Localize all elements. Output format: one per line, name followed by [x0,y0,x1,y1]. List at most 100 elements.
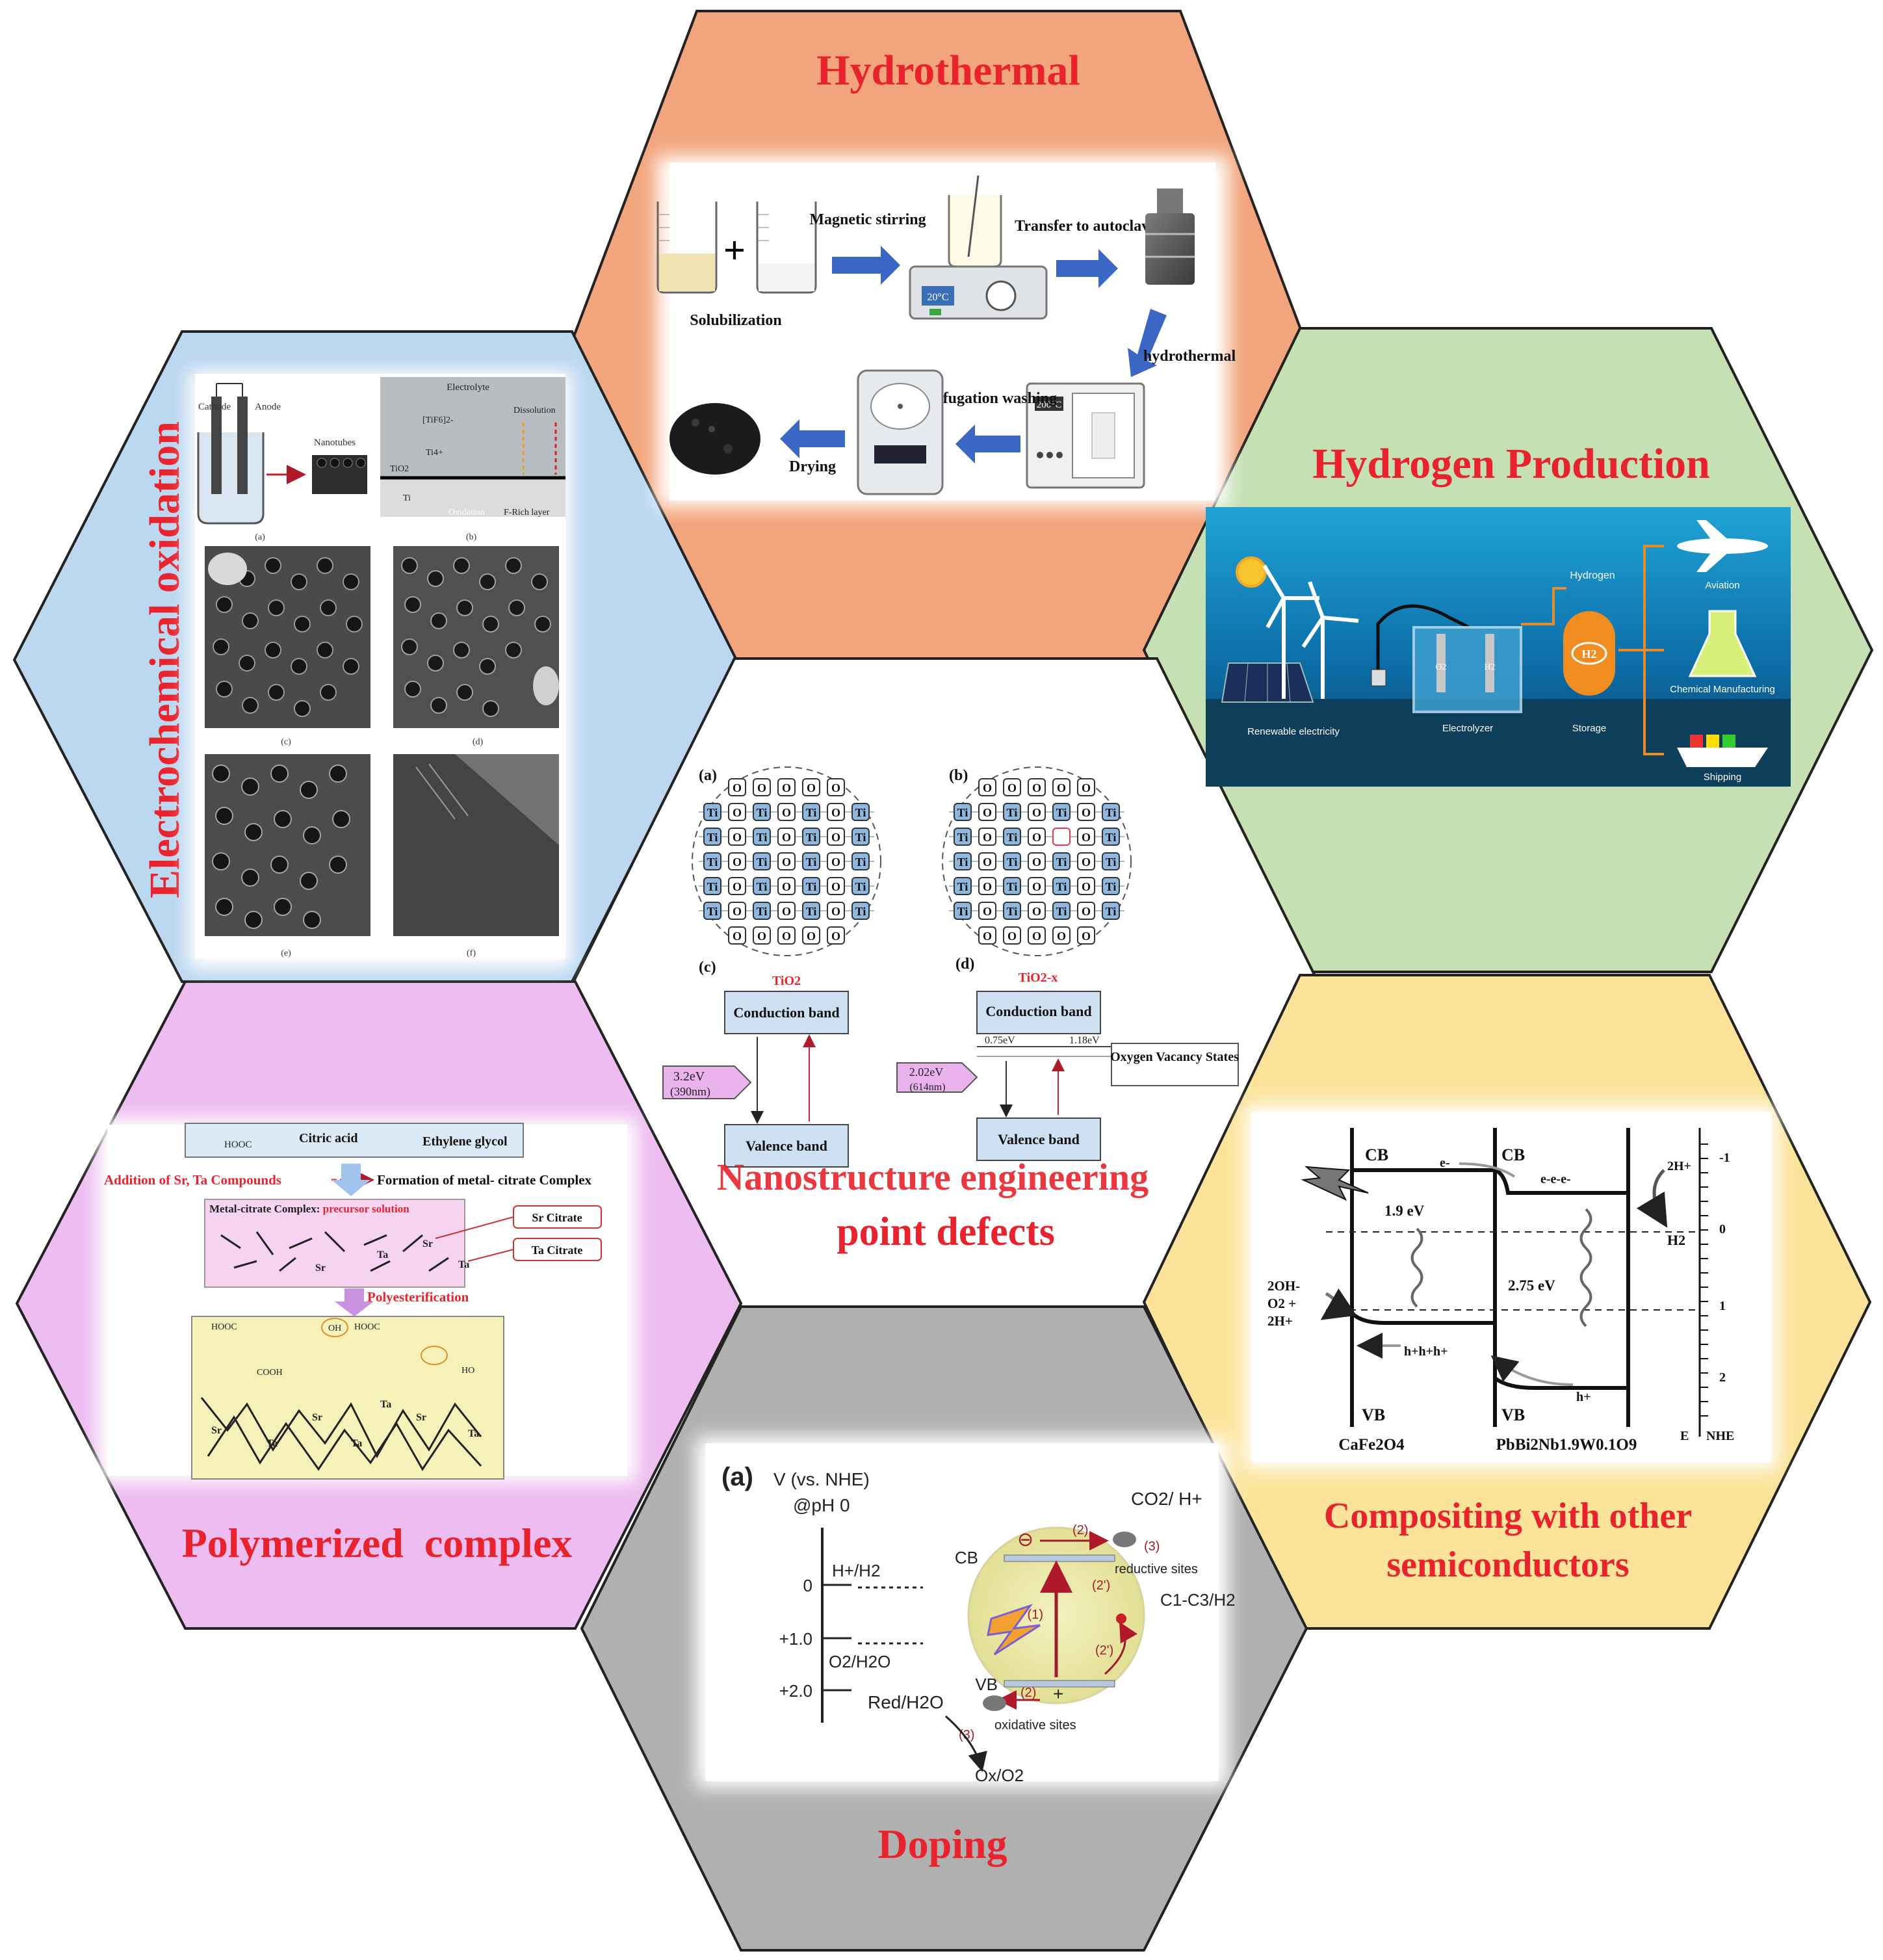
svg-text:Polyesterification: Polyesterification [367,1289,469,1305]
ti-atom [1102,828,1120,846]
ti-atom [802,828,820,846]
o-atom-label: O [983,781,992,794]
o-atom-label: O [983,905,992,918]
ti-atom [1102,852,1120,870]
o-atom [753,926,771,945]
svg-text:H+/H2: H+/H2 [832,1561,880,1580]
svg-text:Ethylene glycol: Ethylene glycol [422,1134,508,1149]
o-atom [827,803,845,821]
solar-panel-icon [1221,662,1314,703]
o-atom-label: O [782,831,791,844]
svg-text:(a): (a) [699,767,717,784]
svg-text:H2: H2 [1484,662,1495,672]
o-atom-label: O [831,806,840,819]
svg-text:(2): (2) [1072,1523,1088,1537]
o-atom-label: O [1032,781,1041,794]
arrow-icon [335,1288,374,1316]
svg-text:Ta: Ta [351,1438,362,1449]
magnetic-stirring-label: Magnetic stirring [809,211,926,228]
svg-text:Ta: Ta [468,1428,479,1439]
o-atom-label: O [733,905,742,918]
ti-atom [753,852,771,870]
o-atom-label: O [733,930,742,943]
valence-band-c [724,1124,849,1168]
svg-text:(b): (b) [949,767,968,784]
ti-atom [851,828,870,846]
sem-image-f [393,754,559,936]
o-atom [827,902,845,920]
center-title-line2: point defects [837,1210,1055,1254]
svg-text:Sr: Sr [315,1262,326,1274]
svg-text:CO2/ H+: CO2/ H+ [1131,1489,1202,1509]
conduction-band-bar [1004,1554,1115,1562]
svg-text:C1-C3/H2: C1-C3/H2 [1160,1590,1236,1610]
sem-image-c [205,546,370,728]
airplane-icon [1677,520,1768,572]
ti-atom-label: Ti [1106,905,1117,918]
electrolyzer-icon: O2 H2 [1371,604,1522,713]
svg-text:e-: e- [1440,1156,1450,1170]
o-atom-label: O [1007,781,1017,794]
svg-text:(c): (c) [699,959,716,976]
svg-text:(a): (a) [255,532,265,542]
svg-text:HO: HO [461,1366,474,1376]
o-atom-label: O [983,856,992,869]
svg-text:CB: CB [955,1548,978,1567]
ti-atom-label: Ti [855,831,866,844]
magnetic-stirrer-icon: 20°C [909,175,1048,320]
doping-section: (a) V (vs. NHE) @pH 0 H+/H2 O2/H2O 0 +1.… [695,1437,1236,1867]
svg-text:0: 0 [803,1576,812,1595]
o-atom [1077,828,1095,846]
light-bolt-icon [987,1604,1041,1656]
anodization-cell-icon [197,383,265,525]
o-atom-label: O [831,905,840,918]
svg-text:H2: H2 [1667,1232,1685,1248]
ti-atom-label: Ti [806,831,817,844]
o-atom-label: O [757,930,766,943]
o-atom-label: O [1032,856,1041,869]
ti-atom [1102,803,1120,821]
svg-text:2H+: 2H+ [1667,1159,1691,1173]
svg-text:0: 0 [1719,1222,1726,1236]
svg-text:Sr: Sr [211,1425,222,1436]
hydrothermal-section: Hydrothermal + Solubilization Magnetic s… [656,47,1236,507]
ti-atom-label: Ti [707,905,718,918]
svg-text:1.9 eV: 1.9 eV [1384,1203,1425,1219]
oven-icon: 200°C [1026,382,1145,489]
o-atom-label: O [782,930,791,943]
svg-text:CaFe2O4: CaFe2O4 [1338,1436,1405,1454]
o-atom [777,828,796,846]
svg-text:(a): (a) [721,1463,753,1491]
o-atom [978,852,996,870]
svg-text:O2: O2 [1435,662,1446,672]
arrow-icon [1128,309,1167,377]
o-atom [978,902,996,920]
svg-text:HOOC: HOOC [211,1322,237,1332]
sem-image-e [205,754,370,936]
hydrogen-title: Hydrogen Production [1312,440,1710,488]
ti-atom-label: Ti [757,905,768,918]
svg-text:[TiF6]2-: [TiF6]2- [422,415,454,425]
ship-icon [1677,735,1768,767]
o-atom [978,803,996,821]
o-atom-label: O [983,930,992,943]
o-atom [728,828,746,846]
o-atom-label: O [983,831,992,844]
svg-text:Metal-citrate Complex: precurs: Metal-citrate Complex: precursor solutio… [209,1203,409,1215]
ti-atom [703,828,721,846]
ti-atom-label: Ti [707,880,718,893]
svg-text:Oxygen Vacancy States: Oxygen Vacancy States [1110,1050,1239,1064]
o-atom [1028,778,1046,796]
o-atom [1003,778,1021,796]
ti-atom-label: Ti [707,806,718,819]
svg-text:NHE: NHE [1706,1429,1734,1443]
ti-atom [1102,877,1120,895]
o-atom [728,852,746,870]
storage-tank-icon: H2 [1563,611,1615,696]
svg-text:(2'): (2') [1092,1578,1110,1593]
gap-pointer-d [896,1062,978,1093]
ti-atom [802,803,820,821]
svg-text:+: + [1053,1684,1063,1704]
